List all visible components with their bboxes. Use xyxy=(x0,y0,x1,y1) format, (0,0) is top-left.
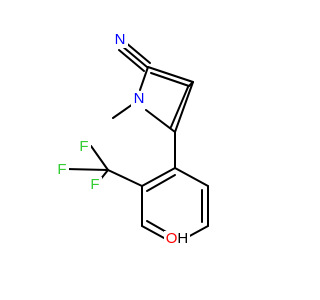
pyrrole-bond xyxy=(147,66,194,83)
molecule-structure-diagram: N N F F F OH xyxy=(55,32,209,247)
benzene-inner-double-bond xyxy=(146,174,176,192)
nitrile-nitrogen-label: N xyxy=(112,32,128,48)
c-f-bond xyxy=(90,145,109,171)
fluorine-label: F xyxy=(77,139,91,155)
pyrrole-bond xyxy=(174,81,194,133)
pyrrole-bond xyxy=(139,66,149,91)
pyrrole-inner-double-bond xyxy=(170,86,189,128)
c-f-bond xyxy=(65,168,109,171)
bond-layer xyxy=(65,41,209,245)
nitrile-triple-bond xyxy=(124,41,151,64)
pyrrole-bond xyxy=(188,81,194,87)
hydroxyl-text: OH xyxy=(165,230,189,247)
benzene-bond xyxy=(174,167,209,187)
nitrile-triple-bond xyxy=(118,49,145,72)
hydroxyl-label: OH xyxy=(164,231,190,247)
fluorine-label: F xyxy=(55,162,69,178)
ring-nitrogen-label: N xyxy=(131,91,147,107)
fluorine-label: F xyxy=(88,177,102,193)
benzene-bond xyxy=(141,167,176,187)
cf3-bond xyxy=(107,169,143,187)
pyrrole-bond xyxy=(145,109,176,133)
n-methyl-bond xyxy=(112,103,134,119)
pyrrole-inner-double-bond xyxy=(150,72,190,87)
nitrile-triple-bond xyxy=(121,45,148,68)
